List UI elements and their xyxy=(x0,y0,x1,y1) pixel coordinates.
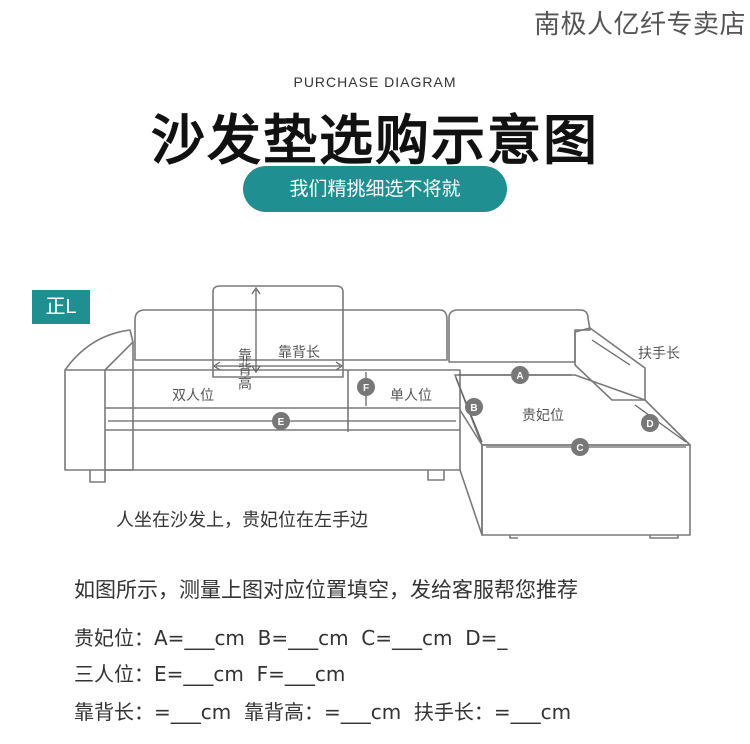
page-title: 沙发垫选购示意图 xyxy=(151,109,599,172)
right-armrest xyxy=(574,327,646,401)
back-height-arrow xyxy=(251,286,261,374)
left-armrest xyxy=(64,329,134,471)
marker-C: C xyxy=(576,443,583,454)
label-back-length: 靠背长 xyxy=(278,345,320,361)
orientation-note: 人坐在沙发上，贵妃位在左手边 xyxy=(116,510,368,531)
label-armrest-length: 扶手长 xyxy=(638,346,680,362)
dim-D-arrow xyxy=(634,404,687,443)
main-back-cushion-1 xyxy=(134,309,448,361)
form-line-chaise: 贵妃位：A=___cm B=___cm C=___cm D=_ xyxy=(74,626,508,650)
label-chaise: 贵妃位 xyxy=(522,408,564,424)
tagline-badge: 我们精挑细选不将就 xyxy=(243,166,507,212)
instructions-text: 如图所示，测量上图对应位置填空，发给客服帮您推荐 xyxy=(74,578,578,602)
marker-F: F xyxy=(363,383,369,394)
chaise-back xyxy=(448,309,591,363)
store-name: 南极人亿纤专卖店 xyxy=(533,10,746,40)
sofa-type-badge: 正L xyxy=(32,290,90,324)
marker-B: B xyxy=(470,403,477,414)
label-single-seat: 单人位 xyxy=(390,388,432,404)
sofa-feet xyxy=(89,470,679,539)
label-back-height: 靠背高 xyxy=(236,348,252,390)
chaise-seat-top xyxy=(454,374,691,446)
back-pillow xyxy=(212,285,344,378)
chaise-base xyxy=(481,444,691,536)
marker-E: E xyxy=(278,417,285,428)
armrest-arrow xyxy=(591,339,631,366)
chaise-side xyxy=(459,409,483,536)
marker-D: D xyxy=(646,419,653,430)
label-double-seat: 双人位 xyxy=(172,388,214,404)
form-line-three-seat: 三人位：E=___cm F=___cm xyxy=(74,662,346,686)
left-armrest-top xyxy=(65,341,134,371)
marker-A: A xyxy=(516,371,523,382)
back-length-arrow xyxy=(212,361,344,371)
subtitle-en: PURCHASE DIAGRAM xyxy=(293,74,457,90)
form-line-backrest: 靠背长：=___cm 靠背高：=___cm 扶手长：=___cm xyxy=(74,700,572,724)
sofa-diagram: A B C D E F 靠背高 靠背长 扶手长 双人位 单人位 贵妃位 xyxy=(64,285,691,539)
